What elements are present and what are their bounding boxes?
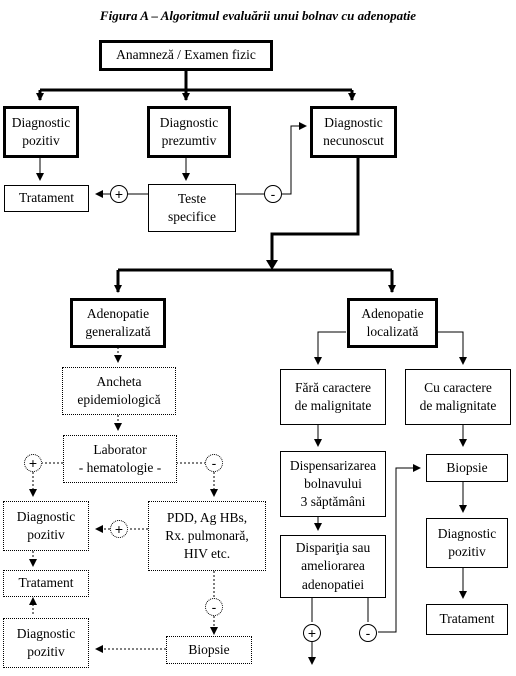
top-thin-connectors [36,122,307,198]
node-tratament-top: Tratament [4,185,89,212]
node-anamneza: Anamneză / Examen fizic [99,40,273,71]
plus-sign-laborator: + [24,454,42,472]
right-branch-connectors [308,331,467,665]
connector-minus-biopsie [378,464,421,633]
node-tratament-left: Tratament [3,570,89,597]
minus-sign-laborator: - [205,454,223,472]
middle-thick-connectors [114,157,396,293]
node-tratament-right: Tratament [426,604,508,635]
top-tree-connectors [36,70,356,101]
connector-minus-necunoscut [282,122,307,195]
minus-sign-pdd: - [205,598,223,616]
node-laborator-hematologie: Laborator- hematologie - [63,435,177,483]
plus-sign-right: + [303,624,321,642]
connector-localizata-cu [438,331,467,365]
connector-localizata-fara [314,331,346,365]
left-branch-connectors [29,347,218,653]
minus-sign-right: - [359,624,377,642]
figure-title: Figura A – Algoritmul evaluării unui bol… [99,8,417,23]
connector-necunoscut-down [270,157,360,262]
plus-sign-pdd: + [110,520,128,538]
node-biopsie-left: Biopsie [166,636,252,664]
node-pdd-ag-hbs: PDD, Ag HBs,Rx. pulmonară,HIV etc. [148,501,266,571]
minus-sign-top: - [264,185,282,203]
connector-arrowhead-middle [266,260,278,270]
plus-sign-top: + [110,185,128,203]
node-biopsie-right: Biopsie [426,454,508,482]
